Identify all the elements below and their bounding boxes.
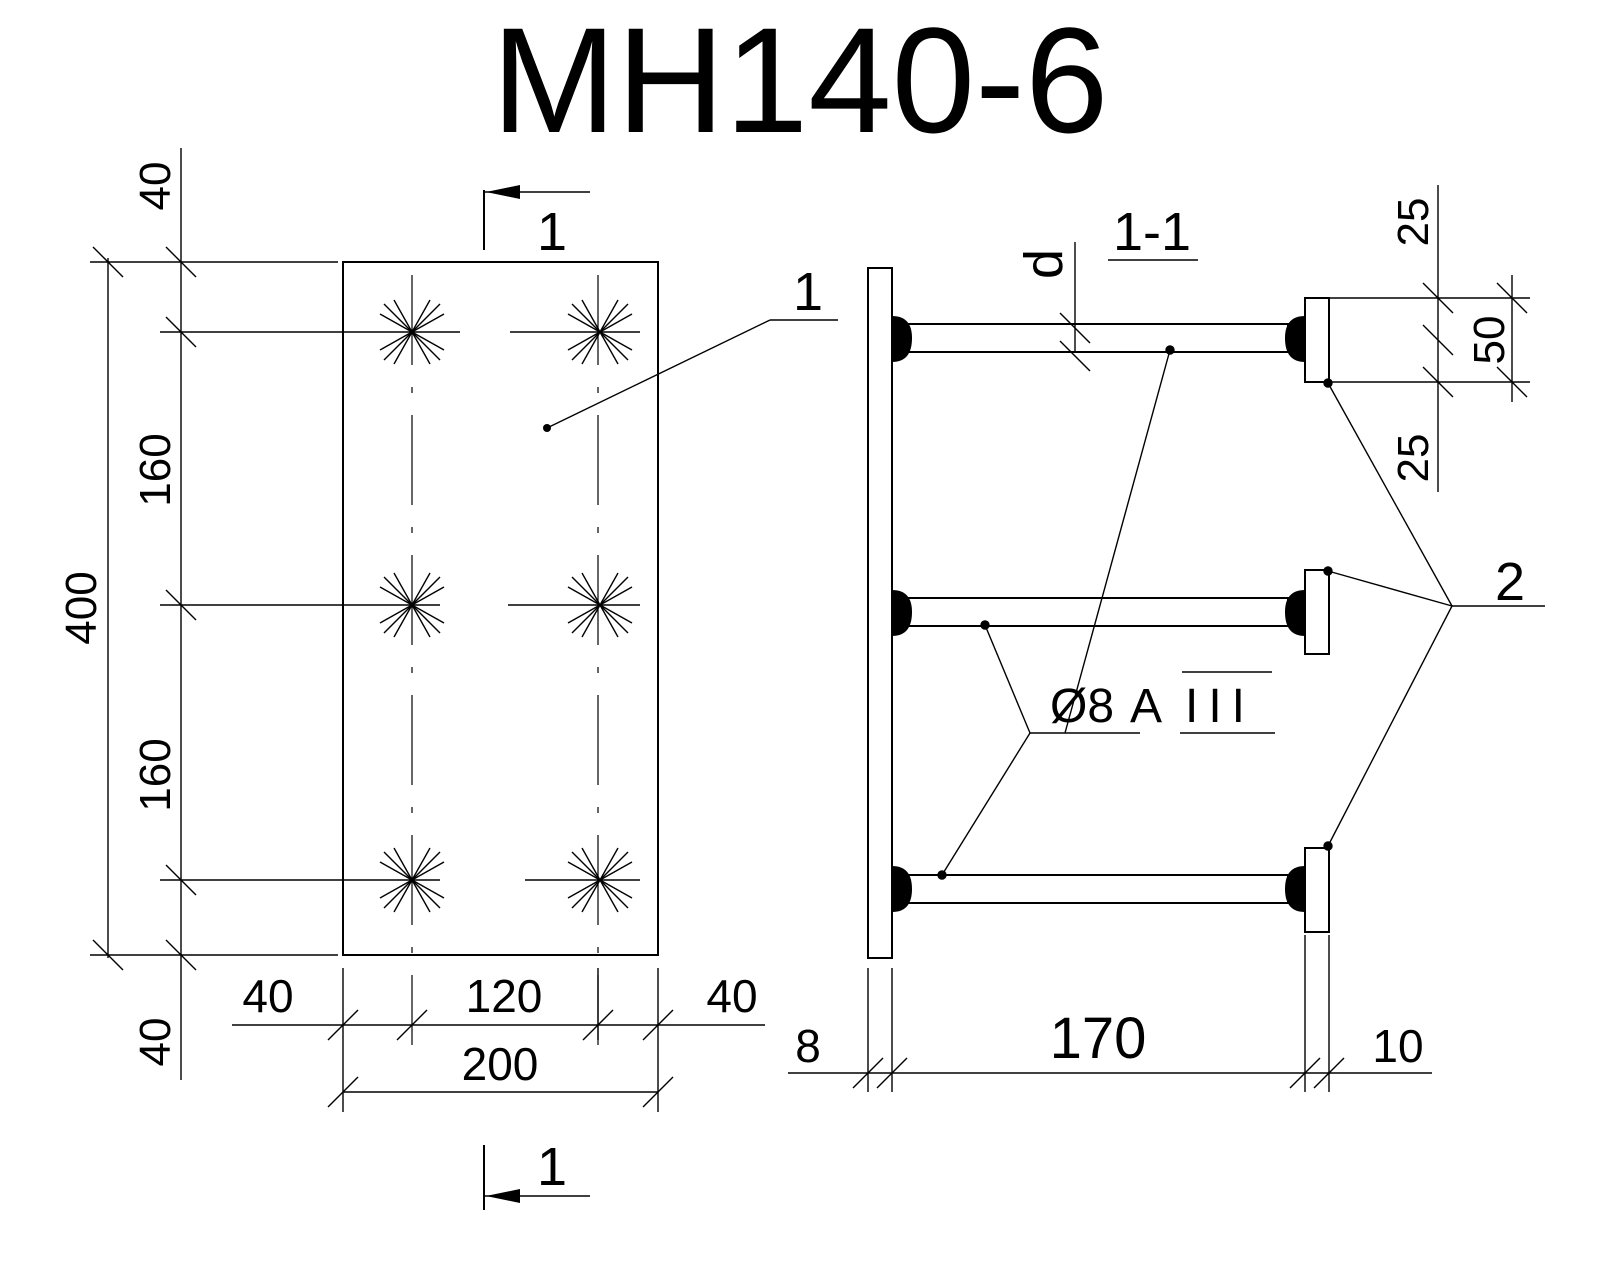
section-cut-top: 1: [483, 185, 590, 262]
dim-washer-height: 50: [1465, 316, 1514, 365]
dim-pitch-upper: 160: [131, 433, 180, 506]
dim-washer-chain: [1330, 185, 1530, 492]
rebar-spec-grade: III: [1185, 680, 1255, 733]
weld-mark-6: [567, 847, 633, 913]
dim-chain-horizontal: [232, 968, 765, 1112]
section-view: 1-1 d: [788, 185, 1545, 1092]
plate-outline: [342, 261, 659, 956]
weld-washer-mid: [1285, 590, 1305, 636]
section-mark-top: 1: [537, 202, 567, 262]
dim-plate-thickness: 8: [795, 1020, 821, 1072]
callout-plate-label: 1: [793, 262, 823, 322]
dim-total-width: 200: [462, 1038, 539, 1090]
dim-left-margin: 40: [242, 970, 293, 1022]
washer-bot: [1304, 847, 1330, 933]
weld-plate-mid: [892, 590, 912, 636]
weld-mark-5: [379, 847, 445, 913]
dim-chain-vertical: [90, 148, 338, 1080]
callout-washer: [1323, 378, 1545, 851]
weld-washer-bot: [1285, 866, 1305, 912]
dim-washer-thickness: 10: [1372, 1020, 1423, 1072]
dim-thickness: [1059, 242, 1091, 372]
callout-washer-label: 2: [1495, 552, 1525, 612]
weld-mark-2: [567, 299, 633, 365]
dim-bar-length: 170: [1050, 1006, 1147, 1071]
dim-washer-top: 25: [1389, 198, 1438, 247]
section-cut-bottom: 1: [483, 1137, 590, 1210]
dim-bottom-margin: 40: [131, 1018, 180, 1067]
weld-plate-top: [892, 316, 912, 362]
rebar-spec-class: А: [1130, 680, 1162, 733]
section-plate: [867, 267, 893, 959]
weld-plate-bot: [892, 866, 912, 912]
plan-view: 1 1 1: [57, 148, 838, 1210]
drawing-title: МН140-6: [492, 0, 1109, 164]
dim-bar-spacing: 120: [466, 970, 543, 1022]
weld-washer-top: [1285, 316, 1305, 362]
dim-washer-bottom: 25: [1389, 434, 1438, 483]
dim-section-horizontal: [788, 935, 1432, 1092]
rebar-spec: Ø8 А III: [1050, 671, 1272, 733]
anchor-bar-bot: [899, 874, 1289, 904]
thickness-label: d: [1014, 249, 1074, 279]
weld-mark-4: [567, 572, 633, 638]
anchor-bar-mid: [899, 597, 1289, 627]
section-mark-bottom: 1: [537, 1137, 567, 1197]
dim-pitch-lower: 160: [131, 738, 180, 811]
dim-top-margin: 40: [131, 162, 180, 211]
dim-total-height: 400: [57, 571, 106, 644]
washer-mid: [1304, 569, 1330, 655]
weld-mark-1: [379, 299, 445, 365]
section-label: 1-1: [1113, 202, 1191, 262]
weld-mark-3: [379, 572, 445, 638]
dim-right-margin: 40: [706, 970, 757, 1022]
rebar-leader: [937, 345, 1275, 880]
washer-top: [1304, 297, 1330, 383]
anchor-bar-top: [899, 323, 1289, 353]
callout-plate: 1: [543, 262, 838, 432]
rebar-spec-diameter: Ø8: [1050, 680, 1114, 733]
